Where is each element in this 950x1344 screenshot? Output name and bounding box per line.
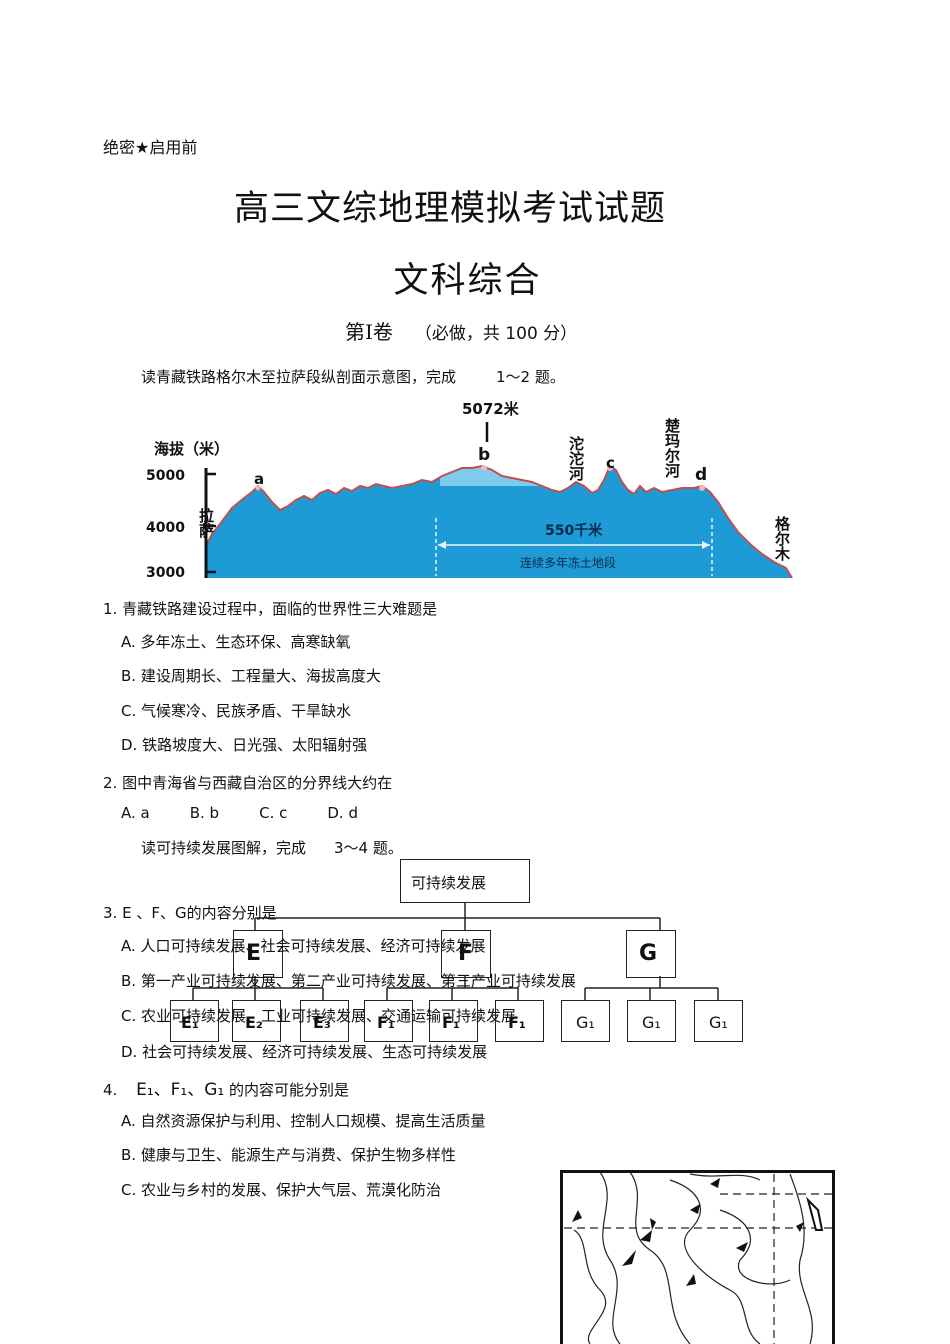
tree-leaf-f1-3: F₁ bbox=[495, 1000, 544, 1042]
tree-leaf-f1-1-label: F₁ bbox=[377, 1013, 395, 1032]
tree-leaf-f1-2-label: F₁ bbox=[442, 1013, 460, 1032]
confidential-mark: 绝密★启用前 bbox=[103, 138, 198, 157]
q4-stem-text: 的内容可能分别是 bbox=[229, 1081, 350, 1099]
tree-leaf-e2: E₂ bbox=[232, 1000, 281, 1042]
permafrost-label: 连续多年冻土地段 bbox=[520, 555, 616, 570]
tree-leaf-f1-3-label: F₁ bbox=[508, 1013, 526, 1032]
q1-option-d: D. 铁路坡度大、日光强、太阳辐射强 bbox=[121, 736, 368, 754]
place-geermu: 格尔木 bbox=[773, 515, 791, 562]
tree-node-e-label: E bbox=[246, 941, 262, 966]
place-chumaer-river: 楚玛尔河 bbox=[663, 417, 681, 479]
y-tick-5000: 5000 bbox=[146, 468, 185, 484]
q2-option-d: D. d bbox=[327, 804, 358, 822]
tree-node-g: G bbox=[626, 930, 676, 978]
q1-stem: 1. 青藏铁路建设过程中，面临的世界性三大难题是 bbox=[103, 600, 438, 618]
intro-tree-text: 读可持续发展图解，完成 bbox=[141, 839, 307, 857]
tree-node-f-label: F bbox=[458, 941, 474, 966]
q4-number: 4. bbox=[103, 1081, 118, 1099]
q4-option-c: C. 农业与乡村的发展、保护大气层、荒漠化防治 bbox=[121, 1181, 442, 1199]
volume-label: 第Ⅰ卷 bbox=[345, 320, 393, 344]
exam-subtitle: 文科综合 bbox=[393, 261, 542, 301]
point-a: a bbox=[254, 470, 264, 488]
q3-option-d: D. 社会可持续发展、经济可持续发展、生态可持续发展 bbox=[121, 1043, 488, 1061]
railway-profile-figure: 海拔（米） 5000 4000 3000 a b c d 5072米 拉萨 沱沱… bbox=[146, 400, 793, 581]
q3-option-c: C. 农业可持续发展、工业可持续发展、交通运输可持续发展 bbox=[121, 1007, 517, 1025]
place-tuotuo-river: 沱沱河 bbox=[567, 435, 585, 482]
sustainable-development-tree bbox=[192, 902, 719, 1000]
peak-elevation-label: 5072米 bbox=[462, 400, 520, 418]
q2-options: A. a B. b C. c D. d bbox=[121, 804, 398, 822]
q4-option-b: B. 健康与卫生、能源生产与消费、保护生物多样性 bbox=[121, 1146, 456, 1164]
exam-title: 高三文综地理模拟考试试题 bbox=[233, 189, 666, 229]
q2-option-a: A. a bbox=[121, 804, 150, 822]
intro-profile-text: 读青藏铁路格尔木至拉萨段纵剖面示意图，完成 bbox=[141, 368, 457, 386]
tree-node-g-label: G bbox=[639, 941, 658, 966]
terrain-outline bbox=[205, 464, 793, 579]
point-c: c bbox=[606, 454, 615, 472]
tree-node-e: E bbox=[233, 930, 283, 978]
tree-root-box: 可持续发展 bbox=[400, 859, 530, 903]
tree-root-label: 可持续发展 bbox=[411, 874, 487, 892]
tree-leaf-e3-label: E₃ bbox=[313, 1013, 331, 1032]
intro-tree: 读可持续发展图解，完成 3～4 题。 bbox=[141, 837, 403, 858]
q1-option-a: A. 多年冻土、生态环保、高寒缺氧 bbox=[121, 633, 351, 651]
intro-tree-range: 3～4 题。 bbox=[334, 839, 403, 857]
tree-leaf-g1-1-label: G₁ bbox=[576, 1013, 595, 1032]
place-lasa: 拉萨 bbox=[197, 507, 215, 539]
q4-terms: E₁、F₁、G₁ bbox=[136, 1080, 225, 1100]
tree-leaf-g1-3-label: G₁ bbox=[709, 1013, 728, 1032]
q4-option-a: A. 自然资源保护与利用、控制人口规模、提高生活质量 bbox=[121, 1112, 486, 1130]
tree-leaf-f1-1: F₁ bbox=[364, 1000, 413, 1042]
q3-option-b: B. 第一产业可持续发展、第二产业可持续发展、第三产业可持续发展 bbox=[121, 972, 576, 990]
wind-map-figure bbox=[560, 1170, 835, 1344]
tree-leaf-g1-2: G₁ bbox=[627, 1000, 676, 1042]
q2-stem: 2. 图中青海省与西藏自治区的分界线大约在 bbox=[103, 774, 393, 792]
q2-option-c: C. c bbox=[259, 804, 288, 822]
y-tick-3000: 3000 bbox=[146, 565, 185, 581]
terrain-area bbox=[206, 466, 792, 578]
permafrost-length: 550千米 bbox=[545, 522, 603, 539]
tree-leaf-e1-label: E₁ bbox=[181, 1013, 199, 1032]
tree-node-f: F bbox=[441, 930, 491, 978]
tree-leaf-g1-2-label: G₁ bbox=[642, 1013, 661, 1032]
tree-leaf-g1-1: G₁ bbox=[561, 1000, 610, 1042]
y-axis-label: 海拔（米） bbox=[154, 440, 229, 458]
point-d: d bbox=[695, 465, 707, 485]
tree-leaf-e3: E₃ bbox=[300, 1000, 349, 1042]
tree-leaf-e2-label: E₂ bbox=[245, 1013, 263, 1032]
q3-stem: 3. E 、F、G的内容分别是 bbox=[103, 904, 277, 922]
tree-leaf-g1-3: G₁ bbox=[694, 1000, 743, 1042]
point-b: b bbox=[478, 445, 490, 465]
q3-option-a: A. 人口可持续发展、社会可持续发展、经济可持续发展 bbox=[121, 937, 486, 955]
tree-leaf-f1-2: F₁ bbox=[429, 1000, 478, 1042]
y-tick-4000: 4000 bbox=[146, 520, 185, 536]
volume-note: （必做，共 100 分） bbox=[414, 324, 578, 344]
q1-option-b: B. 建设周期长、工程量大、海拔高度大 bbox=[121, 667, 381, 685]
tree-leaf-e1: E₁ bbox=[170, 1000, 219, 1042]
volume-heading: 第Ⅰ卷 （必做，共 100 分） bbox=[345, 316, 577, 345]
q2-option-b: B. b bbox=[189, 804, 220, 822]
q4-stem: 4. E₁、F₁、G₁ 的内容可能分别是 bbox=[103, 1075, 349, 1100]
intro-profile-range: 1～2 题。 bbox=[496, 368, 565, 386]
intro-profile: 读青藏铁路格尔木至拉萨段纵剖面示意图，完成 1～2 题。 bbox=[141, 366, 565, 387]
q1-option-c: C. 气候寒冷、民族矛盾、干旱缺水 bbox=[121, 702, 352, 720]
